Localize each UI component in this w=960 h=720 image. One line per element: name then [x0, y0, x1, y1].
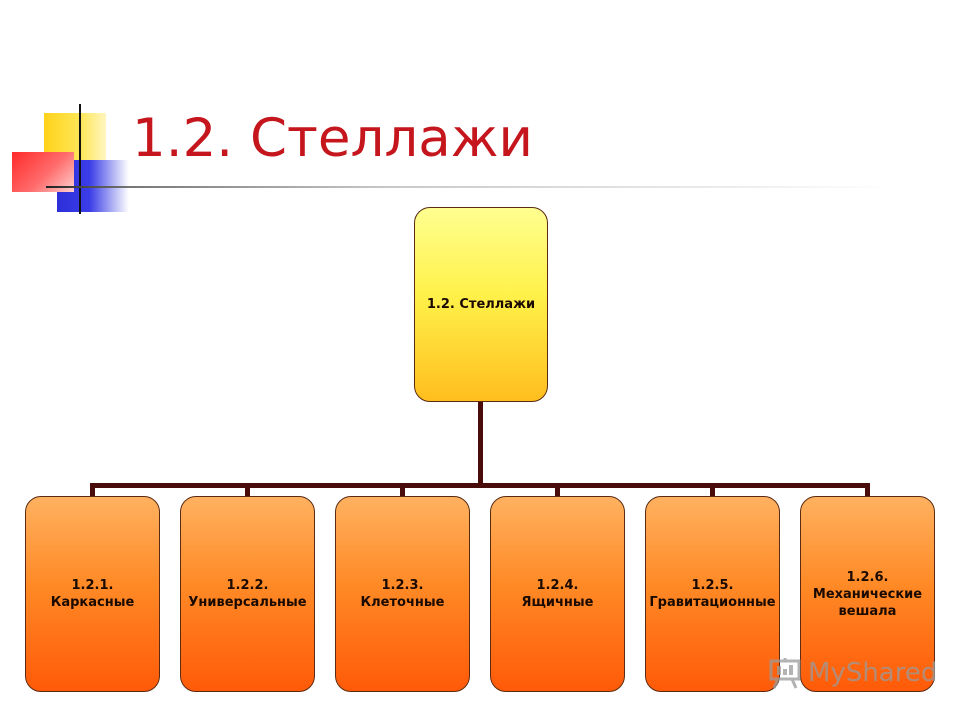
- node-cell-shelving: 1.2.3. Клеточные: [335, 496, 470, 692]
- decor-vertical-line: [79, 104, 81, 214]
- connector-drop-5: [710, 483, 715, 496]
- node-number: 1.2.4.: [536, 578, 579, 593]
- node-label: Универсальные: [188, 595, 307, 610]
- title-underline: [46, 186, 896, 188]
- connector-drop-2: [245, 483, 250, 496]
- watermark: MyShared: [768, 655, 937, 691]
- slide-title: 1.2. Стеллажи: [132, 108, 533, 169]
- node-universal-shelving: 1.2.2. Универсальные: [180, 496, 315, 692]
- connector-root-stem: [478, 402, 483, 486]
- node-frame-shelving: 1.2.1. Каркасные: [25, 496, 160, 692]
- node-number: 1.2.3.: [381, 578, 424, 593]
- node-label: Клеточные: [360, 595, 445, 610]
- connector-drop-4: [555, 483, 560, 496]
- node-label: Каркасные: [50, 595, 135, 610]
- connector-horizontal-bar: [90, 483, 870, 488]
- node-label: Ящичные: [521, 595, 594, 610]
- presentation-board-icon: [769, 658, 801, 689]
- node-number: 1.2.5.: [691, 578, 734, 593]
- watermark-text: MyShared: [808, 658, 938, 688]
- connector-drop-1: [90, 483, 95, 496]
- node-root-shelving: 1.2. Стеллажи: [414, 207, 548, 402]
- node-number: 1.2.2.: [226, 578, 269, 593]
- node-box-shelving: 1.2.4. Ящичные: [490, 496, 625, 692]
- node-mechanical-hangers: 1.2.6. Механические вешала: [800, 496, 935, 692]
- node-number: 1.2.6.: [846, 569, 889, 585]
- connector-drop-3: [400, 483, 405, 496]
- decor-red-square: [12, 152, 74, 192]
- node-label: Механические вешала: [812, 586, 923, 619]
- node-root-label: 1.2. Стеллажи: [426, 297, 536, 312]
- node-number: 1.2.1.: [71, 578, 114, 593]
- connector-drop-6: [865, 483, 870, 496]
- node-label: Гравитационные: [649, 595, 776, 610]
- node-gravity-shelving: 1.2.5. Гравитационные: [645, 496, 780, 692]
